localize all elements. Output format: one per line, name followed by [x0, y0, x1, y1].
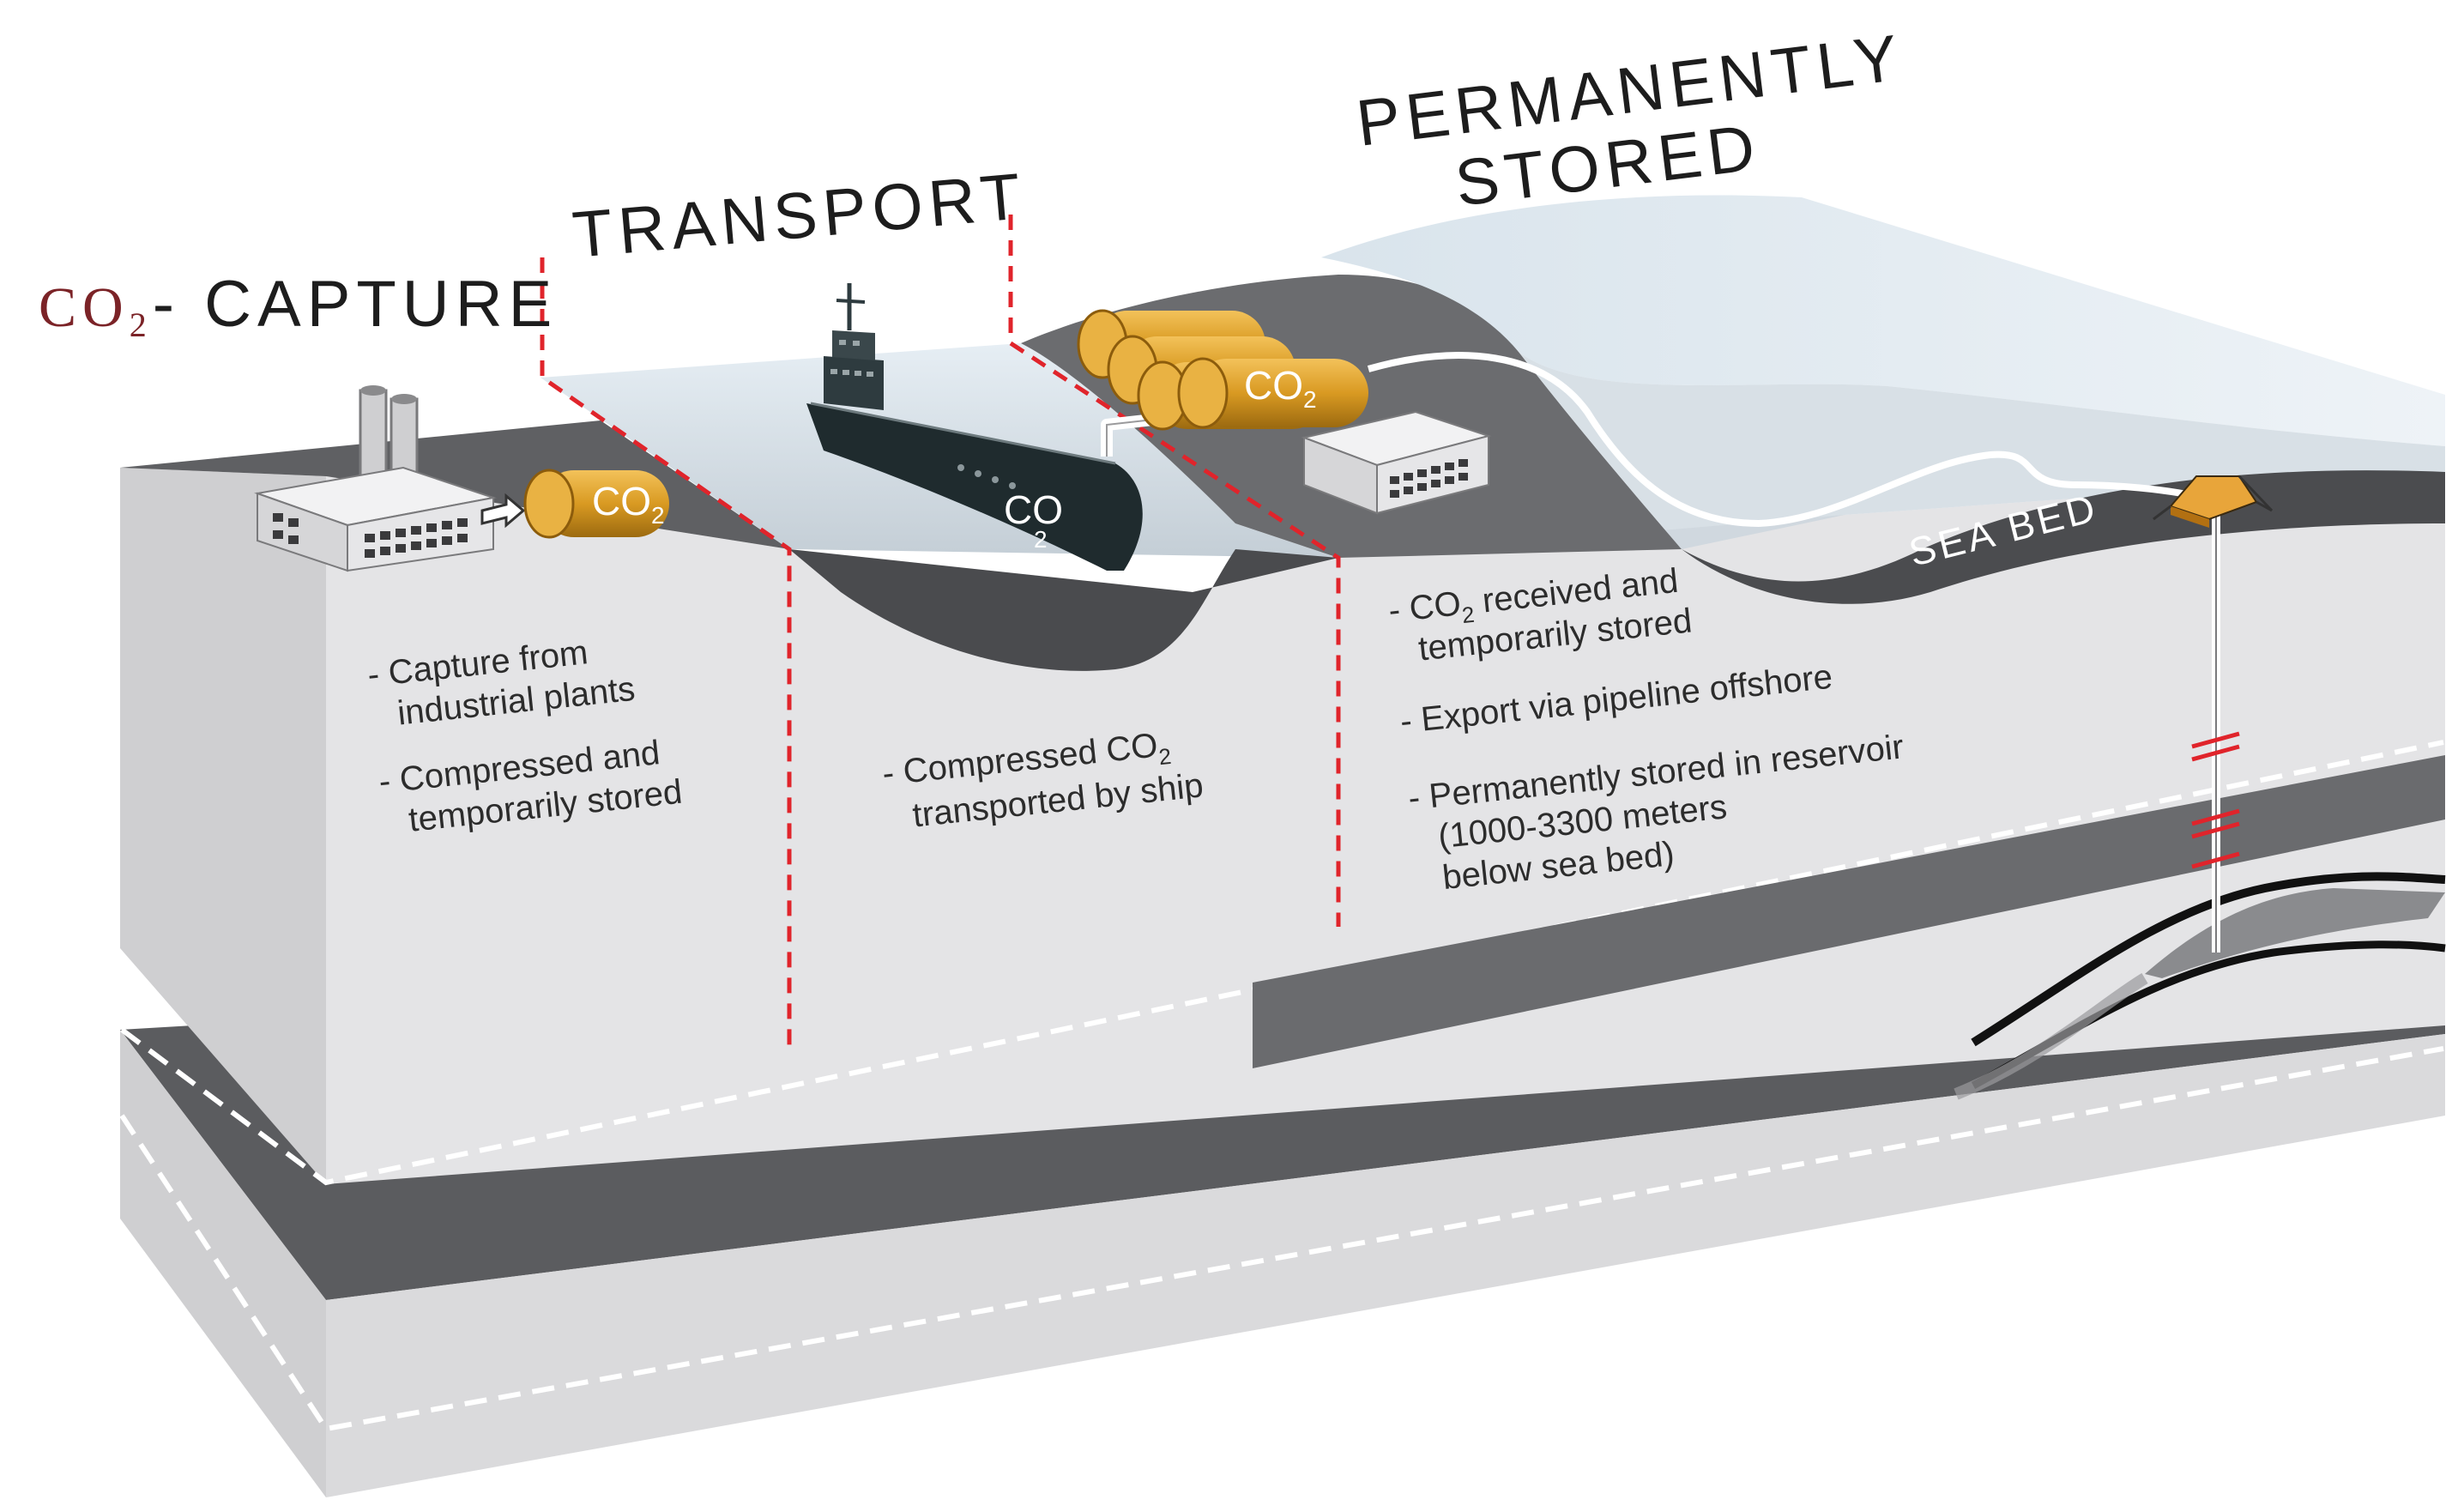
section-dividers	[540, 215, 1341, 1051]
svg-text:CO2: CO2	[1004, 487, 1063, 553]
title-capture: - CAPTURE	[153, 268, 559, 341]
terminal-building	[1301, 410, 1492, 515]
sea-surface	[1321, 195, 2445, 549]
storage-tank: CO2	[1177, 357, 1368, 429]
tank-label-co: CO	[592, 479, 651, 523]
storage-tank-label-co: CO	[1244, 363, 1303, 408]
subsea-template	[2153, 475, 2274, 953]
factory	[254, 385, 526, 572]
ship-portholes-icon	[957, 464, 1016, 489]
break-marks-icon	[2191, 731, 2240, 869]
co2-prefix: CO	[39, 276, 130, 339]
svg-text:CO2: CO2	[592, 479, 665, 529]
transport-note-sub: 2	[1157, 743, 1173, 770]
storage-note-1-prefix: - CO	[1386, 584, 1463, 630]
upper-block	[120, 468, 2445, 1186]
reservoir-layer	[1253, 755, 2446, 1100]
ship-label-sub: 2	[1034, 526, 1048, 553]
title-transport: TRANSPORT	[570, 160, 1030, 272]
divider-capture-transport	[540, 257, 792, 1051]
divider-transport-storage	[1008, 215, 1341, 927]
svg-text:CO2- CAPTURE: CO2- CAPTURE	[39, 268, 558, 344]
sea-bed	[1682, 470, 2445, 604]
tank-label-sub: 2	[651, 502, 665, 529]
storage-tank-label-sub: 2	[1303, 386, 1317, 413]
offshore-pipeline	[1367, 352, 2197, 528]
svg-text:CO2: CO2	[1244, 363, 1317, 413]
storage-tanks: CO2	[1077, 309, 1368, 431]
capture-tank: CO2	[523, 469, 669, 539]
ship-label-co: CO	[1004, 487, 1063, 532]
storage-note-1-sub: 2	[1461, 602, 1477, 628]
arrow-icon	[480, 493, 526, 529]
capture-notes: - Capture from industrial plants - Compr…	[365, 633, 684, 839]
co2-sub: 2	[130, 305, 153, 344]
